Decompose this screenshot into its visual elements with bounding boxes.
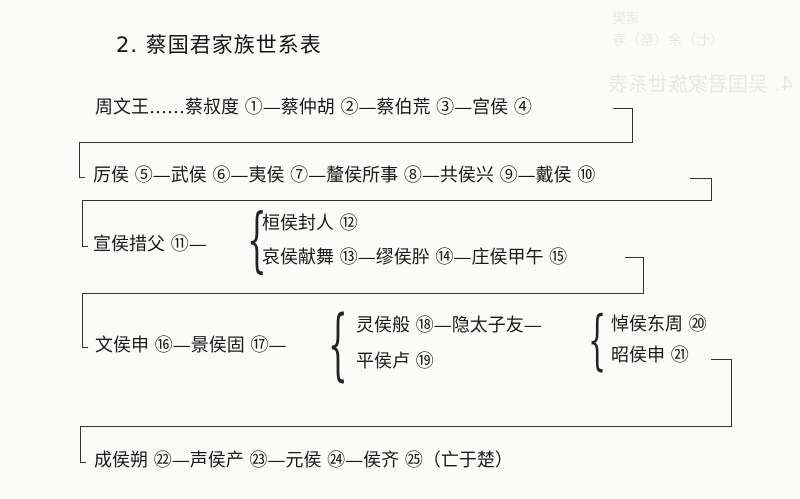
branch-brace: {: [588, 303, 607, 378]
connector-line: [711, 359, 732, 361]
page-title: 2. 蔡国君家族世系表: [116, 33, 322, 57]
connector-line: [625, 257, 644, 259]
generation-row-3-branch-top: 桓侯封人 ⑫: [262, 213, 358, 234]
connector-line: [82, 200, 712, 202]
connector-line: [82, 246, 88, 248]
branch-brace: {: [328, 298, 348, 390]
generation-row-4-parent: 文侯申 ⑯—景侯固 ⑰—: [95, 335, 287, 356]
generation-row-5: 成侯朔 ㉒—声侯产 ㉓—元侯 ㉔—侯齐 ㉕（亡于楚）: [94, 450, 513, 471]
generation-row-4-branch-bottom: 平侯卢 ⑲: [356, 351, 434, 372]
bleed-through-heading: 4. 吴国君家族世系表: [608, 72, 794, 96]
generation-row-4-sub-branch-top: 悼侯东周 ⑳: [611, 314, 707, 335]
generation-row-3-parent: 宣侯措父 ⑪—: [93, 234, 207, 255]
generation-row-2: 厉侯 ⑤—武侯 ⑥—夷侯 ⑦—釐侯所事 ⑧—共侯兴 ⑨—戴侯 ⑩: [93, 165, 596, 186]
connector-line: [80, 426, 732, 428]
generation-row-1: 周文王……蔡叔度 ①—蔡仲胡 ②—蔡伯荒 ③—宫侯 ④: [95, 97, 532, 118]
connector-line: [82, 200, 84, 247]
connector-line: [79, 142, 633, 144]
branch-brace: {: [247, 199, 267, 281]
connector-line: [613, 108, 633, 110]
connector-line: [711, 178, 713, 201]
generation-row-4-sub-branch-bottom: 昭侯申 ㉑: [611, 345, 689, 366]
bleed-through-text-a: 诸樊: [612, 11, 640, 27]
connector-line: [80, 462, 86, 464]
connector-line: [79, 142, 81, 178]
connector-line: [82, 293, 644, 295]
connector-line: [731, 359, 733, 427]
generation-row-3-branch-bottom: 哀侯献舞 ⑬—缪侯肸 ⑭—庄侯甲午 ⑮: [262, 247, 568, 268]
connector-line: [80, 426, 82, 463]
connector-line: [82, 347, 88, 349]
connector-line: [632, 108, 634, 143]
generation-row-4-branch-top: 灵侯般 ⑱—隐太子友—: [356, 315, 542, 336]
connector-line: [79, 177, 85, 179]
bleed-through-text-b: （七）余（祭）寿: [612, 33, 724, 49]
connector-line: [643, 257, 645, 294]
connector-line: [82, 293, 84, 348]
connector-line: [690, 178, 712, 180]
